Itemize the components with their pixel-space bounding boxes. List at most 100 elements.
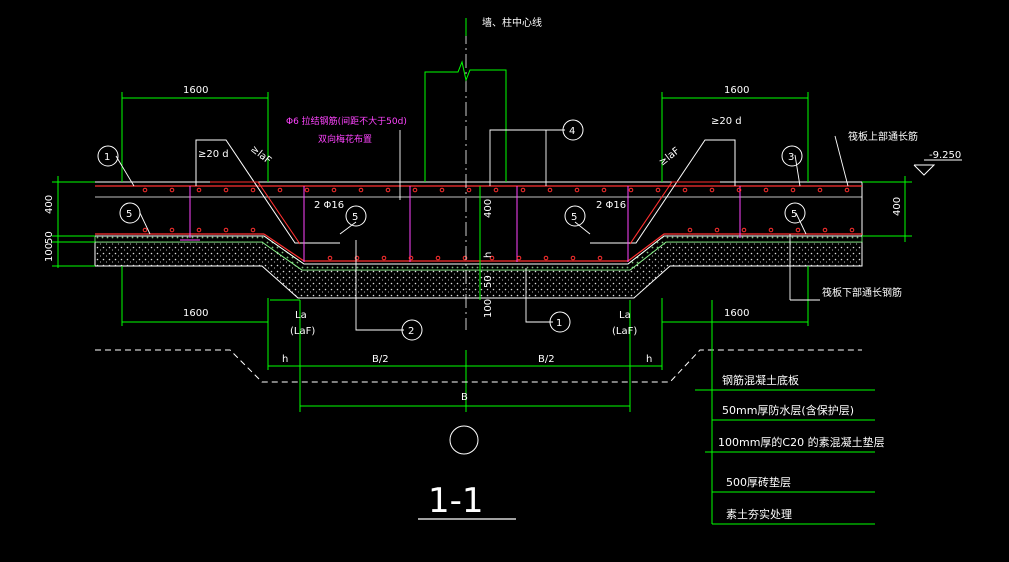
note-stirrup-line1: Φ6 拉结钢筋(间距不大于50d) — [286, 115, 407, 127]
rebar-dot — [462, 255, 468, 261]
elevation-value: -9.250 — [929, 150, 961, 161]
rebar-dot — [327, 255, 333, 261]
callout-3-left: 1 — [104, 152, 110, 163]
rebar-dot — [547, 187, 553, 193]
rebar-dot — [435, 255, 441, 261]
column-outline — [424, 60, 507, 182]
rebar-dot — [714, 227, 720, 233]
rebar-dot — [466, 187, 472, 193]
rebar-dot — [817, 187, 823, 193]
dim-top-right: 1600 — [724, 85, 749, 96]
rebar-dot — [277, 187, 283, 193]
dim-center-400: 400 — [483, 199, 494, 218]
dim-center-h: h — [483, 252, 494, 258]
rebar-dot — [493, 187, 499, 193]
rebar-dot — [795, 227, 801, 233]
callout-1: 1 — [556, 318, 562, 329]
dim-b-total: B — [461, 392, 468, 403]
note-top-rebar: 筏板上部通长筋 — [848, 130, 918, 143]
callout-markers — [97, 119, 806, 455]
rebar-dot — [223, 227, 229, 233]
dim-bottom-right: 1600 — [724, 308, 749, 319]
centerline-label: 墙、柱中心线 — [482, 16, 542, 29]
rebar-dot — [687, 227, 693, 233]
rebar-dot — [385, 187, 391, 193]
note-stirrup-line2: 双向梅花布置 — [318, 133, 372, 145]
dim-la-right: La — [619, 310, 631, 321]
rebar-dot — [520, 187, 526, 193]
dim-bars-right: 2 Φ16 — [596, 200, 626, 211]
dim-center-50: 50 — [483, 275, 494, 288]
rebar-dot — [597, 255, 603, 261]
rebar-dot — [331, 187, 337, 193]
rebar-dot — [439, 187, 445, 193]
rebar-dot — [655, 187, 661, 193]
rebar-dot — [709, 187, 715, 193]
rebar-dots — [142, 187, 855, 261]
rebar-dot — [169, 227, 175, 233]
callout-5-center-left: 5 — [352, 212, 358, 223]
rebar-dot — [601, 187, 607, 193]
rebar-dot — [169, 187, 175, 193]
rebar-dot — [223, 187, 229, 193]
callout-5-right: 5 — [791, 209, 797, 220]
rebar-dot — [408, 255, 414, 261]
tie-bars — [180, 186, 741, 262]
rebar-dot — [250, 227, 256, 233]
dim-laf-left: (LaF) — [290, 326, 315, 337]
dim-h-left: h — [282, 354, 288, 365]
rebar-dot — [250, 187, 256, 193]
rebar-dot — [516, 255, 522, 261]
rebar-dot — [489, 255, 495, 261]
rebar-dot — [304, 187, 310, 193]
rebar-dot — [543, 255, 549, 261]
legend-item-3: 100mm厚的C20 的素混凝土垫层 — [718, 435, 885, 449]
slant-rebar-left-red — [210, 181, 301, 245]
slant-rebar-right-red — [629, 181, 720, 245]
rebar-dot — [768, 227, 774, 233]
dim-laf-right: (LaF) — [612, 326, 637, 337]
dim-h-right: h — [646, 354, 652, 365]
legend-item-4: 500厚砖垫层 — [726, 475, 791, 489]
dim-bottom-left: 1600 — [183, 308, 208, 319]
legend-item-1: 钢筋混凝土底板 — [722, 373, 799, 387]
dim-left-400: 400 — [44, 195, 55, 214]
slab-outline — [95, 181, 863, 265]
dim-left-50: 50 — [44, 231, 55, 244]
rebar-dot — [628, 187, 634, 193]
section-title: 1-1 — [428, 481, 484, 521]
legend-item-2: 50mm厚防水层(含保护层) — [722, 403, 854, 417]
slant-bar-right — [590, 139, 736, 244]
rebar-dot — [741, 227, 747, 233]
rebar-dot — [822, 227, 828, 233]
legend-lines — [695, 300, 875, 525]
rebar-dot — [849, 227, 855, 233]
rebar-dot — [381, 255, 387, 261]
dimension-lines — [52, 92, 912, 412]
dim-lalaf-right: ≥laF — [657, 145, 682, 168]
rebar-dot — [574, 187, 580, 193]
rebar-dot — [682, 187, 688, 193]
leader-lines — [115, 129, 849, 331]
dim-left-100: 100 — [44, 243, 55, 262]
rebar-dot — [142, 187, 148, 193]
dim-lalaf-left: ≥laF — [248, 144, 273, 167]
rebar-dot — [142, 227, 148, 233]
rebar-dot — [354, 255, 360, 261]
dim-top-left: 1600 — [183, 85, 208, 96]
legend-item-5: 素土夯实处理 — [726, 507, 792, 521]
callout-3-right: 3 — [788, 152, 794, 163]
rebar-dot — [412, 187, 418, 193]
dim-b-half-right: B/2 — [538, 354, 555, 365]
rebar-dot — [736, 187, 742, 193]
callout-5-center-right: 5 — [571, 212, 577, 223]
elevation-marker — [913, 164, 936, 176]
callout-5-left: 5 — [126, 209, 132, 220]
dim-la-left: La — [295, 310, 307, 321]
ground-line — [95, 349, 862, 383]
callout-2: 2 — [408, 326, 414, 337]
rebar-dot — [844, 187, 850, 193]
dim-ge20d-left: ≥20 d — [198, 149, 229, 160]
rebar-dot — [196, 187, 202, 193]
